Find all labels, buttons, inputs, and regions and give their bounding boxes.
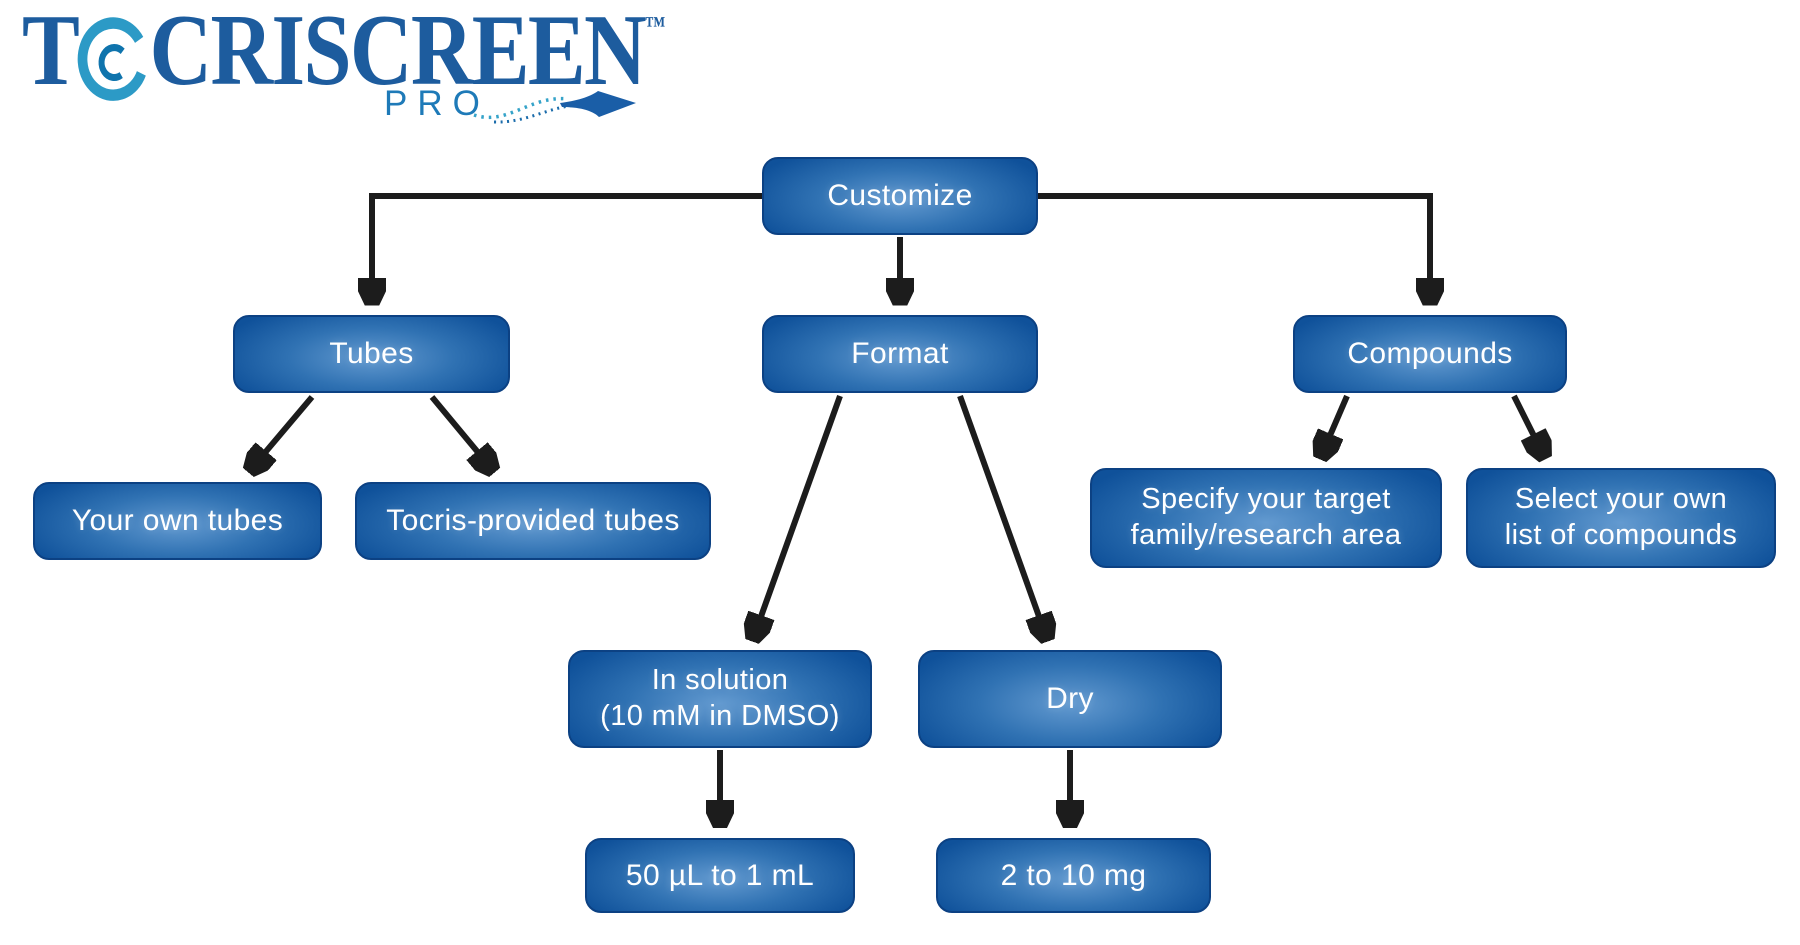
- node-your-own-tubes: Your own tubes: [33, 482, 322, 560]
- edge-format-to-in-solution: [754, 394, 843, 636]
- edge-format-to-dry: [957, 394, 1046, 636]
- trademark-symbol: ™: [644, 13, 666, 39]
- edge-customize-to-compounds: [1038, 193, 1430, 300]
- node-in-solution-line2: (10 mM in DMSO): [600, 700, 840, 732]
- node-tocris-provided-tubes-label: Tocris-provided tubes: [386, 504, 680, 538]
- node-dry-label: Dry: [1046, 682, 1094, 716]
- node-mass-range: 2 to 10 mg: [936, 838, 1211, 913]
- wave-arrow-icon: [473, 91, 636, 124]
- node-customize: Customize: [762, 157, 1038, 235]
- node-in-solution-line1: In solution: [651, 664, 789, 697]
- brand-sub-pro: PRO: [384, 84, 490, 123]
- node-format-label: Format: [851, 337, 949, 371]
- node-volume-range: 50 µL to 1 mL: [585, 838, 855, 913]
- node-select-own-line1: Select your own: [1514, 483, 1728, 516]
- node-mass-range-label: 2 to 10 mg: [1000, 858, 1147, 892]
- node-compounds: Compounds: [1293, 315, 1567, 393]
- edge-compounds-to-select: [1511, 394, 1543, 454]
- node-specify-target-line1: Specify your target: [1141, 483, 1391, 516]
- brand-word-end: CRISCREEN: [149, 0, 647, 107]
- node-volume-range-label: 50 µL to 1 mL: [625, 858, 815, 892]
- node-tocris-provided-tubes: Tocris-provided tubes: [355, 482, 711, 560]
- node-in-solution: In solution (10 mM in DMSO): [568, 650, 872, 748]
- node-select-own-line2: list of compounds: [1504, 519, 1738, 551]
- edge-customize-to-tubes: [372, 193, 762, 300]
- edge-compounds-to-specify: [1322, 394, 1350, 454]
- node-select-own: Select your own list of compounds: [1466, 468, 1776, 568]
- brand-wordmark: T CRISCREEN ™: [22, 0, 666, 107]
- node-specify-target-line2: family/research area: [1130, 519, 1402, 551]
- node-your-own-tubes-label: Your own tubes: [71, 504, 284, 538]
- edge-tubes-to-tocris-provided: [429, 395, 491, 468]
- node-tubes-label: Tubes: [329, 337, 414, 371]
- brand-word-start: T: [22, 0, 80, 107]
- edge-tubes-to-your-own: [252, 395, 315, 468]
- node-specify-target: Specify your target family/research area: [1090, 468, 1442, 568]
- node-compounds-label: Compounds: [1347, 337, 1513, 371]
- logo-o-swirl-icon: [76, 17, 151, 105]
- node-customize-label: Customize: [827, 179, 973, 213]
- node-tubes: Tubes: [233, 315, 510, 393]
- node-dry: Dry: [918, 650, 1222, 748]
- node-format: Format: [762, 315, 1038, 393]
